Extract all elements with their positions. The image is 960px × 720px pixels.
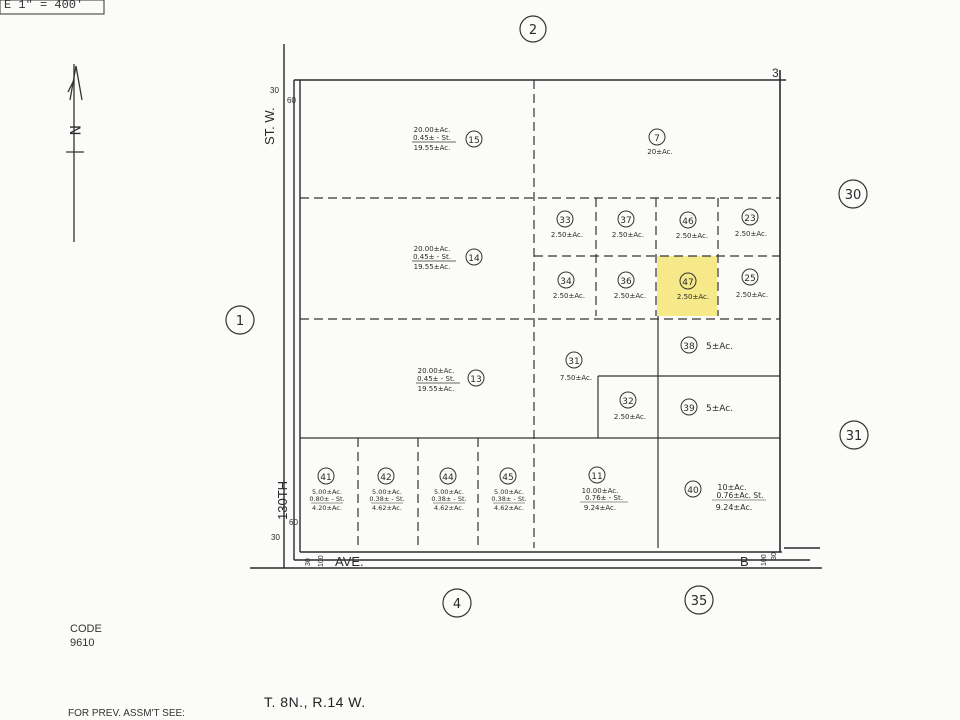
parcel-13-gross: 20.00±Ac. (418, 367, 455, 375)
section-31-label: 31 (846, 429, 863, 444)
parcel-14-street: 0.45± - St. (413, 253, 451, 261)
adjacent-section-circles (225, 15, 869, 618)
parcel-44-street: 0.38± - St. (431, 495, 466, 503)
corner-mark: 3 (772, 66, 779, 80)
offset-60-top: 60 (287, 96, 296, 105)
parcel-32-id: 32 (622, 397, 633, 407)
offset-s-left2: 100 (318, 555, 325, 567)
parcel-25-id: 25 (744, 274, 755, 284)
street-south-letter: B (740, 554, 749, 569)
offset-s-right1: 100 (761, 554, 768, 566)
township-range: T. 8N., R.14 W. (264, 694, 366, 710)
parcel-lines-solid (300, 316, 780, 548)
parcel-37-id: 37 (620, 216, 631, 226)
parcel-lines-dashed (300, 80, 780, 548)
parcel-42-id: 42 (380, 473, 391, 483)
parcel-11-gross: 10.00±Ac. (582, 487, 619, 495)
road-west-lines (283, 44, 301, 568)
parcel-13-net: 19.55±Ac. (418, 385, 455, 393)
parcel-15-id: 15 (468, 136, 479, 146)
parcel-38-id: 38 (683, 342, 695, 352)
prev-assessment-note: FOR PREV. ASSM'T SEE: (68, 708, 185, 719)
parcel-7-id: 7 (654, 134, 660, 144)
parcel-40-net: 9.24±Ac. (716, 503, 753, 512)
street-west-top: ST. W. (262, 107, 277, 145)
parcel-41-street: 0.80± - St. (309, 495, 344, 503)
parcel-45-gross: 5.00±Ac. (494, 488, 524, 496)
parcel-36-id: 36 (620, 277, 632, 287)
offset-s-right2: 30 (771, 552, 778, 560)
street-west-bottom: 130TH (275, 481, 290, 520)
parcel-13-id: 13 (470, 375, 481, 385)
section-1-label: 1 (236, 314, 244, 329)
parcel-45-net: 4.62±Ac. (494, 504, 524, 512)
section-35-label: 35 (691, 594, 708, 609)
parcel-31-id: 31 (568, 357, 579, 367)
parcel-44-gross: 5.00±Ac. (434, 488, 464, 496)
north-arrow-icon (66, 64, 84, 242)
parcel-47-id: 47 (682, 278, 693, 288)
parcel-25-area: 2.50±Ac. (736, 291, 768, 299)
parcel-47-highlight (657, 256, 717, 316)
parcel-14-id: 14 (468, 254, 480, 264)
parcel-14-net: 19.55±Ac. (414, 263, 451, 271)
parcel-41-gross: 5.00±Ac. (312, 488, 342, 496)
scale-box (0, 0, 105, 15)
parcel-37-area: 2.50±Ac. (612, 231, 644, 239)
road-south-lines (250, 547, 822, 569)
parcel-42-net: 4.62±Ac. (372, 504, 402, 512)
parcel-33-id: 33 (559, 216, 570, 226)
parcel-32-area: 2.50±Ac. (614, 413, 646, 421)
parcel-45-id: 45 (502, 473, 513, 483)
code-block: CODE 9610 (70, 622, 102, 650)
offset-60-bottom: 60 (289, 518, 298, 527)
parcel-23-area: 2.50±Ac. (735, 230, 767, 238)
parcel-15-net: 19.55±Ac. (414, 144, 451, 152)
parcel-46-id: 46 (682, 217, 694, 227)
parcel-39-area: 5±Ac. (706, 404, 733, 414)
parcel-40-street: 0.76±Ac. St. (717, 491, 764, 500)
parcel-42-street: 0.38± - St. (369, 495, 404, 503)
parcel-36-area: 2.50±Ac. (614, 292, 646, 300)
street-south-name: AVE. (335, 554, 364, 569)
section-4-label: 4 (453, 597, 461, 612)
section-30-label: 30 (845, 188, 862, 203)
parcel-23-id: 23 (744, 214, 755, 224)
parcel-44-id: 44 (442, 473, 454, 483)
scale-label: E 1" = 400' (4, 0, 84, 12)
parcel-11-street: 0.76± - St. (585, 494, 623, 502)
parcel-13-street: 0.45± - St. (417, 375, 455, 383)
parcel-31-area: 7.50±Ac. (560, 374, 592, 382)
parcel-11-id: 11 (591, 472, 602, 482)
parcel-11-net: 9.24±Ac. (584, 504, 616, 512)
parcel-47-area: 2.50±Ac. (677, 293, 709, 301)
offset-30-bottom: 30 (271, 533, 280, 542)
parcel-44-net: 4.62±Ac. (434, 504, 464, 512)
offset-s-left1: 30 (305, 558, 312, 566)
parcel-15-gross: 20.00±Ac. (414, 126, 451, 134)
parcel-40-id: 40 (687, 486, 699, 496)
parcel-15-street: 0.45± - St. (413, 134, 451, 142)
parcel-46-area: 2.50±Ac. (676, 232, 708, 240)
code-value: 9610 (70, 637, 95, 649)
code-label: CODE (70, 623, 102, 635)
parcel-38-area: 5±Ac. (706, 342, 733, 352)
parcel-34-area: 2.50±Ac. (553, 292, 585, 300)
parcel-id-circles (317, 128, 759, 498)
parcel-14-gross: 20.00±Ac. (414, 245, 451, 253)
parcel-39-id: 39 (683, 404, 695, 414)
section-boundary (294, 70, 786, 552)
section-2-label: 2 (529, 23, 537, 38)
parcel-33-area: 2.50±Ac. (551, 231, 583, 239)
parcel-7-area: 20±Ac. (647, 148, 673, 156)
offset-30-top: 30 (270, 86, 279, 95)
parcel-41-net: 4.20±Ac. (312, 504, 342, 512)
parcel-41-id: 41 (320, 473, 331, 483)
parcel-34-id: 34 (560, 277, 572, 287)
north-letter: N (66, 125, 82, 135)
parcel-40-gross: 10±Ac. (717, 483, 746, 492)
parcel-42-gross: 5.00±Ac. (372, 488, 402, 496)
parcel-45-street: 0.38± - St. (491, 495, 526, 503)
